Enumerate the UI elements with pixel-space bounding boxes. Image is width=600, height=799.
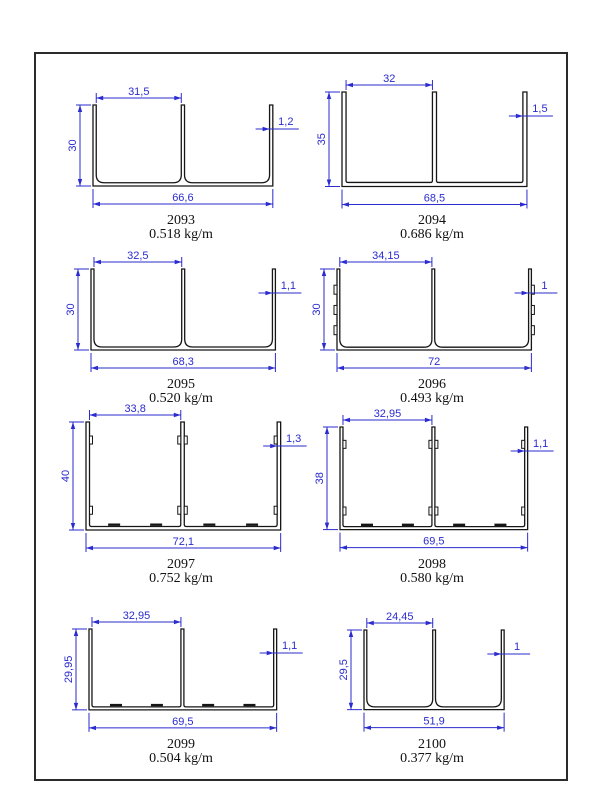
profile-label: 2098 0.580 kg/m (332, 557, 532, 586)
profile-code: 2099 (167, 737, 195, 752)
profile-drawing: 32,95 29,95 69,5 1,1 (49, 609, 313, 736)
svg-text:68,5: 68,5 (423, 192, 444, 204)
profile-code: 2098 (418, 557, 446, 572)
svg-text:66,6: 66,6 (172, 192, 193, 204)
profile-weight: 0.752 kg/m (149, 570, 213, 586)
sheet-border (34, 52, 568, 781)
svg-text:29,5: 29,5 (338, 659, 350, 680)
svg-text:1,1: 1,1 (282, 640, 297, 652)
svg-text:1,5: 1,5 (532, 103, 547, 115)
svg-text:32,95: 32,95 (374, 408, 402, 420)
profile-weight: 0.504 kg/m (149, 750, 213, 766)
profile-label: 2095 0.520 kg/m (81, 377, 281, 406)
profile-label: 2096 0.493 kg/m (332, 377, 532, 406)
profile-drawing: 33,8 40 72,1 1,3 (46, 402, 317, 556)
profile-weight: 0.686 kg/m (400, 226, 464, 242)
svg-text:1,2: 1,2 (278, 116, 293, 128)
svg-text:24,45: 24,45 (386, 611, 414, 623)
profile-code: 2097 (167, 557, 195, 572)
profile-code: 2096 (418, 377, 446, 392)
svg-text:1,3: 1,3 (286, 433, 301, 445)
svg-text:32,5: 32,5 (127, 250, 148, 262)
profile-drawing: 34,15 30 72 1 (297, 249, 567, 376)
profile-label: 2100 0.377 kg/m (332, 737, 532, 766)
svg-text:1,1: 1,1 (533, 438, 548, 450)
profile-weight: 0.518 kg/m (149, 226, 213, 242)
profile-weight: 0.493 kg/m (400, 390, 464, 406)
svg-text:1: 1 (541, 280, 547, 292)
svg-text:33,8: 33,8 (124, 403, 145, 415)
profile-weight: 0.377 kg/m (400, 750, 464, 766)
profile-code: 2095 (167, 377, 195, 392)
profile-weight: 0.520 kg/m (149, 390, 213, 406)
svg-text:32,95: 32,95 (123, 610, 151, 622)
svg-text:1,1: 1,1 (281, 280, 296, 292)
profile-code: 2093 (167, 213, 195, 228)
svg-text:68,3: 68,3 (172, 356, 193, 368)
svg-text:69,5: 69,5 (423, 536, 444, 548)
profile-drawing: 24,45 29,5 51,9 1 (324, 610, 540, 736)
svg-text:35: 35 (316, 133, 328, 145)
svg-text:1: 1 (514, 641, 520, 653)
profile-label: 2097 0.752 kg/m (81, 557, 281, 586)
svg-text:31,5: 31,5 (128, 86, 149, 98)
svg-text:72,1: 72,1 (172, 536, 193, 548)
profile-drawing: 32,95 38 69,5 1,1 (300, 407, 564, 556)
svg-text:30: 30 (65, 303, 77, 315)
profile-label: 2093 0.518 kg/m (81, 213, 281, 242)
profile-drawing: 31,5 30 66,6 1,2 (53, 85, 309, 212)
profile-label: 2099 0.504 kg/m (81, 737, 281, 766)
profile-drawing: 32 35 68,5 1,5 (302, 72, 563, 213)
svg-text:72: 72 (428, 356, 440, 368)
profile-code: 2100 (418, 737, 446, 752)
svg-text:51,9: 51,9 (423, 716, 444, 728)
profile-drawing: 32,5 30 68,3 1,1 (51, 249, 311, 376)
profile-weight: 0.580 kg/m (400, 570, 464, 586)
profile-label: 2094 0.686 kg/m (332, 213, 532, 242)
svg-text:38: 38 (314, 473, 326, 485)
svg-text:32: 32 (383, 73, 395, 85)
profile-code: 2094 (418, 213, 446, 228)
svg-text:29,95: 29,95 (63, 656, 75, 684)
svg-text:40: 40 (60, 470, 72, 482)
svg-text:30: 30 (311, 303, 323, 315)
svg-text:30: 30 (67, 139, 79, 151)
svg-text:69,5: 69,5 (172, 716, 193, 728)
svg-text:34,15: 34,15 (372, 250, 400, 262)
